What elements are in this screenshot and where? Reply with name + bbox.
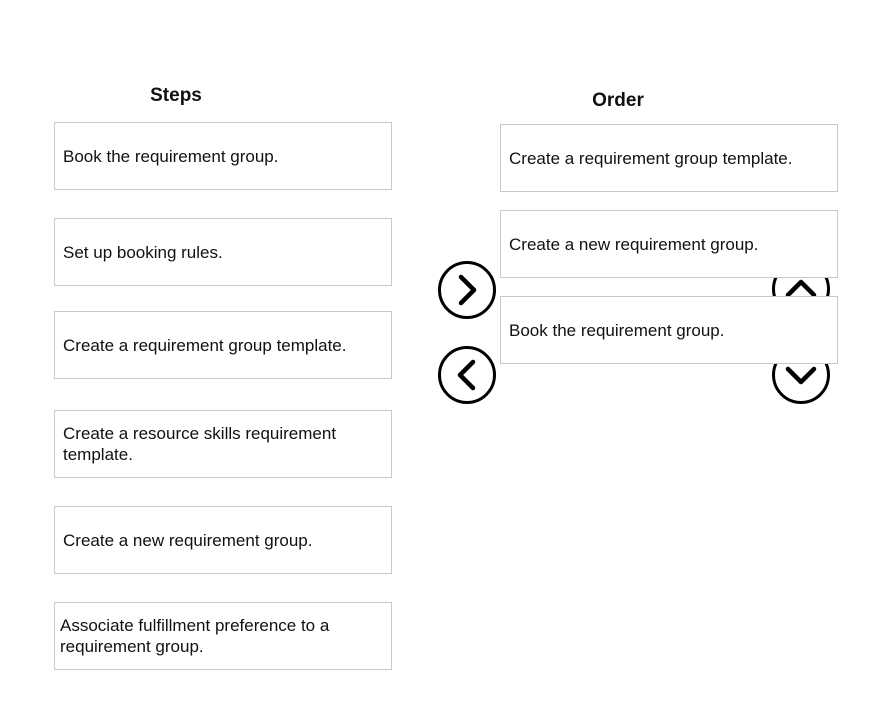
steps-item-4[interactable]: Create a resource skills requirement tem… — [54, 410, 392, 478]
steps-item-label: Create a requirement group template. — [63, 335, 347, 355]
steps-item-label: Book the requirement group. — [63, 146, 279, 166]
steps-item-1[interactable]: Book the requirement group. — [54, 122, 392, 190]
steps-item-label: Set up booking rules. — [63, 242, 223, 262]
steps-heading: Steps — [150, 85, 202, 106]
remove-from-order-button[interactable] — [437, 345, 497, 405]
order-item-3[interactable]: Book the requirement group. — [500, 296, 838, 364]
order-heading: Order — [592, 90, 644, 111]
chevron-left-icon — [438, 346, 496, 404]
steps-item-3[interactable]: Create a requirement group template. — [54, 311, 392, 379]
order-item-2[interactable]: Create a new requirement group. — [500, 210, 838, 278]
steps-item-6[interactable]: Associate fulfillment preference to a re… — [54, 602, 392, 670]
chevron-right-icon — [438, 261, 496, 319]
steps-item-label: Create a resource skills requirement tem… — [63, 424, 337, 464]
steps-item-label: Associate fulfillment preference to a re… — [60, 616, 330, 656]
order-item-1[interactable]: Create a requirement group template. — [500, 124, 838, 192]
order-item-label: Create a requirement group template. — [509, 148, 793, 168]
add-to-order-button[interactable] — [437, 260, 497, 320]
order-item-label: Create a new requirement group. — [509, 234, 759, 254]
steps-item-label: Create a new requirement group. — [63, 530, 313, 550]
steps-item-2[interactable]: Set up booking rules. — [54, 218, 392, 286]
order-item-label: Book the requirement group. — [509, 320, 725, 340]
steps-item-5[interactable]: Create a new requirement group. — [54, 506, 392, 574]
